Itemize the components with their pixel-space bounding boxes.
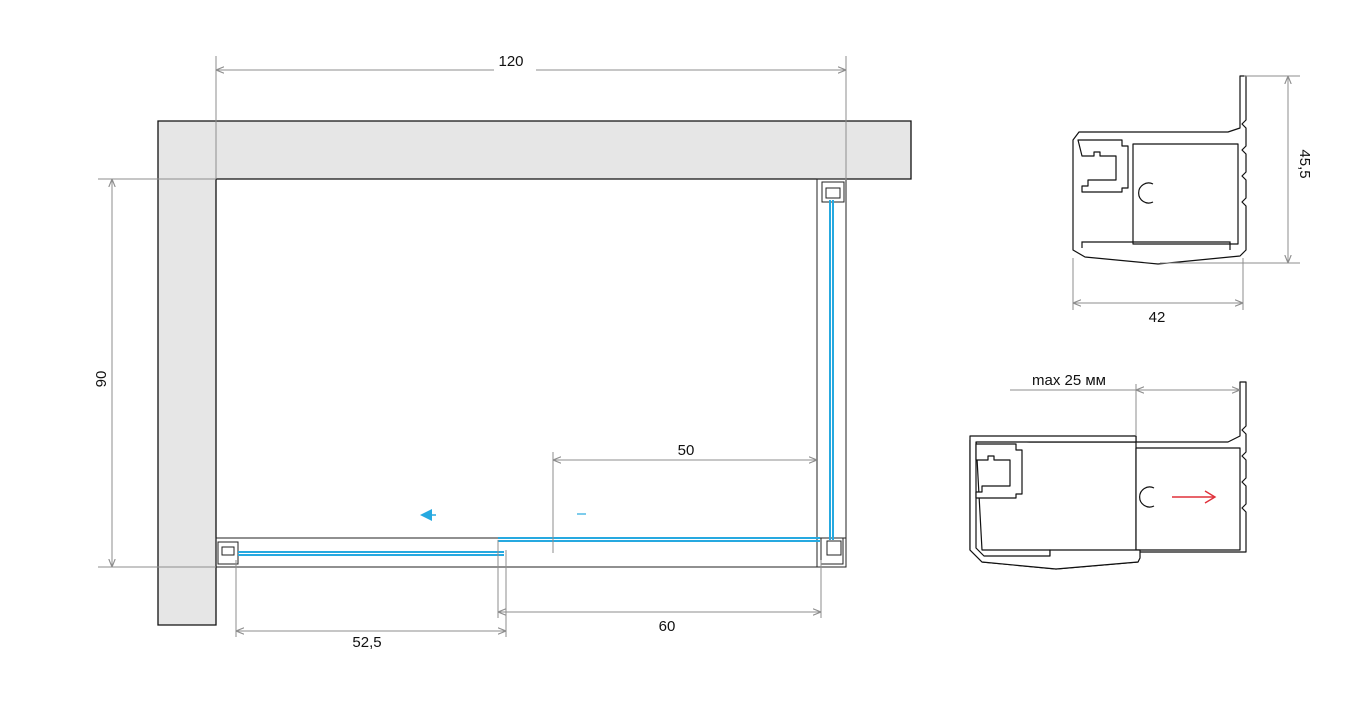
fixed-glass-panel [238, 551, 504, 556]
depth-dimension: 90 [93, 178, 216, 568]
fixed-panel-dimension: 52,5 [235, 550, 507, 651]
corner-profile [820, 537, 844, 565]
adjust-range-dimension: max 25 мм [1010, 372, 1240, 436]
profile-width-label: 42 [1149, 309, 1166, 326]
profile-width-dimension: 42 [1072, 258, 1244, 326]
plan-view: 120 90 50 52,5 60 [93, 53, 912, 651]
glass-panels [238, 200, 834, 556]
fixed-panel-label: 52,5 [352, 634, 381, 651]
adjust-clip [1139, 486, 1155, 508]
wall-profile [217, 541, 239, 565]
sliding-glass-panel [498, 537, 820, 542]
width-label: 120 [498, 53, 523, 70]
adjustment-detail: max 25 мм [969, 372, 1247, 570]
opening-dimension: 50 [552, 442, 817, 553]
profile-height-label: 45,5 [1296, 149, 1313, 178]
profile-channel [1077, 139, 1129, 193]
wall [157, 120, 912, 626]
depth-label: 90 [93, 371, 110, 388]
adjust-channel [975, 443, 1023, 499]
side-wall-profile [821, 181, 845, 203]
wall-mount-chamber [1135, 447, 1241, 551]
profile-detail: 45,5 42 [1072, 75, 1313, 326]
profile-clip [1138, 182, 1154, 204]
sliding-profile-outer [969, 435, 1141, 570]
profile-height-dimension: 45,5 [1160, 75, 1313, 264]
opening-label: 50 [678, 442, 695, 459]
side-frame-outline [816, 178, 847, 568]
profile-lower-lip [1081, 241, 1231, 250]
adjust-range-label: max 25 мм [1032, 372, 1106, 389]
arrow-left-icon [420, 509, 436, 521]
side-glass-panel [829, 200, 834, 540]
sliding-panel-dimension: 60 [497, 540, 822, 635]
sliding-panel-label: 60 [659, 618, 676, 635]
profile-chamber [1132, 143, 1239, 245]
width-dimension: 120 [215, 53, 847, 180]
arrow-right-icon [1172, 490, 1217, 504]
